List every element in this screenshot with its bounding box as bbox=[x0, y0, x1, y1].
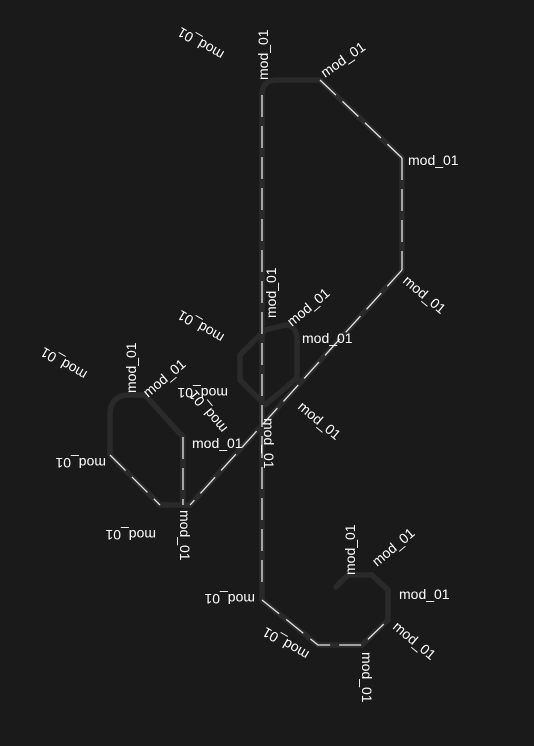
module-label: mod_01 bbox=[175, 24, 227, 63]
track-network bbox=[107, 77, 405, 648]
module-label: mod_01 bbox=[342, 524, 358, 575]
module-label: mod_01 bbox=[359, 652, 375, 703]
track-left-loop bbox=[107, 392, 193, 508]
module-label: mod_01 bbox=[261, 418, 277, 469]
module-label: mod_01 bbox=[105, 527, 156, 543]
module-label: mod_01 bbox=[175, 307, 227, 346]
module-label: mod_01 bbox=[302, 330, 353, 346]
module-label: mod_01 bbox=[255, 29, 271, 80]
module-label: mod_01 bbox=[38, 344, 90, 383]
connector-bottom bbox=[261, 599, 389, 646]
track-bottom-loop bbox=[259, 572, 391, 648]
module-label: mod_01 bbox=[123, 342, 139, 393]
connector-top-diagonal bbox=[319, 79, 403, 159]
module-label: mod_01 bbox=[399, 586, 450, 602]
module-label: mod_01 bbox=[390, 618, 439, 663]
track-center-loop bbox=[237, 322, 300, 408]
module-label: mod_01 bbox=[295, 398, 344, 443]
connector-lines bbox=[109, 79, 403, 646]
track-top-loop bbox=[187, 77, 405, 593]
module-label: mod_01 bbox=[408, 152, 459, 168]
module-label: mod_01 bbox=[55, 455, 106, 471]
module-label: mod_01 bbox=[369, 524, 418, 569]
module-label: mod_01 bbox=[204, 591, 255, 607]
module-label: mod_01 bbox=[284, 284, 333, 329]
module-label: mod_01 bbox=[400, 272, 449, 317]
module-label: mod_01 bbox=[177, 385, 228, 401]
module-label: mod_01 bbox=[192, 435, 243, 451]
module-label: mod_01 bbox=[177, 510, 193, 561]
module-label: mod_01 bbox=[260, 624, 312, 663]
connector-long-diagonal bbox=[189, 269, 403, 506]
connector-left-loop bbox=[109, 454, 161, 506]
module-label: mod_01 bbox=[263, 267, 279, 318]
module-label: mod_01 bbox=[318, 38, 369, 80]
